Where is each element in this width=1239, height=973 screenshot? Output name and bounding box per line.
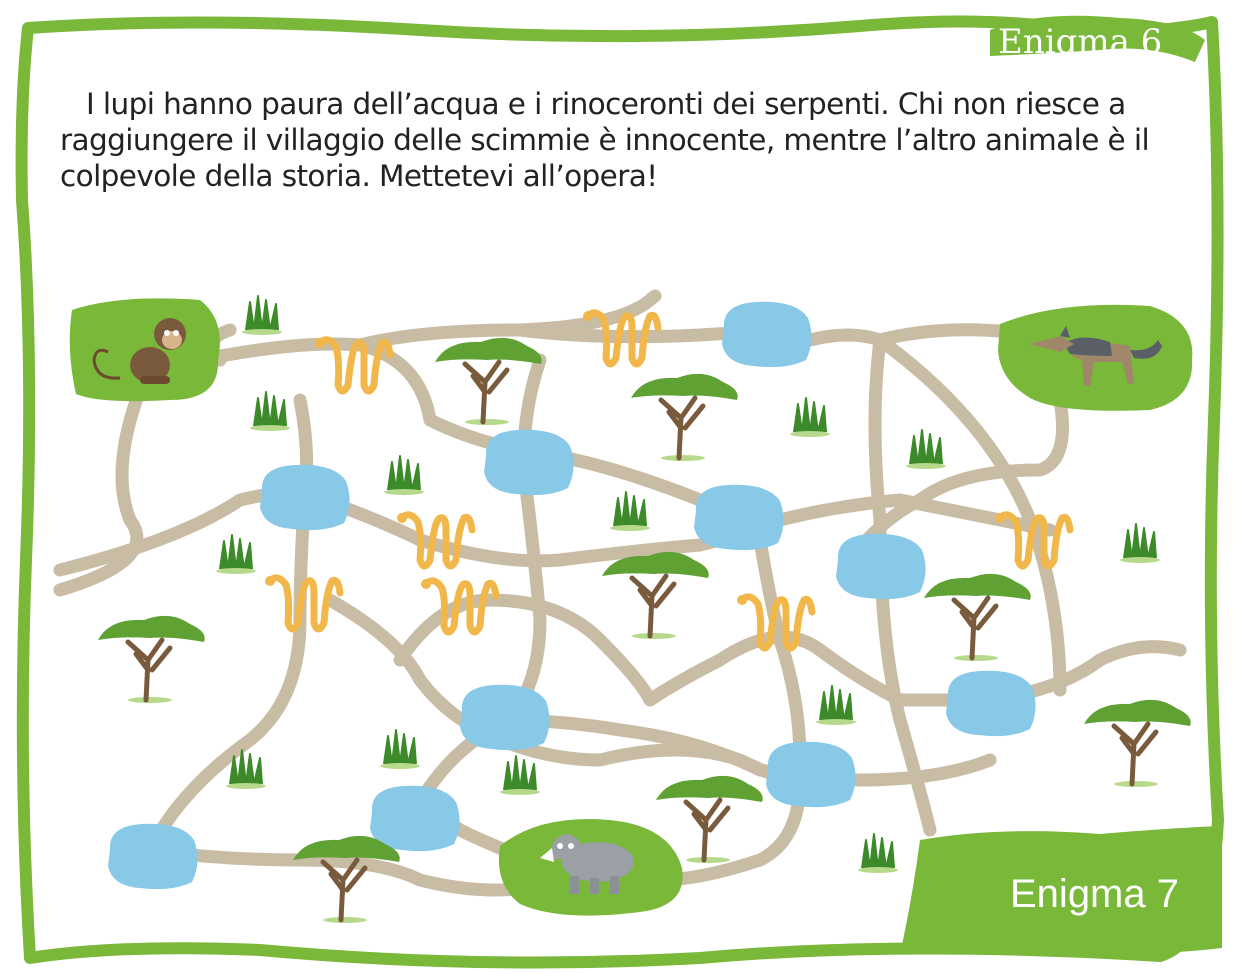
bottom-enigma-title: Enigma 7 — [1010, 872, 1179, 916]
water-ponds — [108, 301, 1036, 890]
acacia-tree-icon — [924, 574, 1031, 661]
top-enigma-title: Enigma 6 — [998, 22, 1163, 58]
rhino-icon — [540, 834, 634, 894]
grass-tuft-icon — [609, 491, 651, 532]
grass-tuft-icon — [249, 391, 291, 432]
grass-tuft-icon — [1119, 523, 1161, 564]
water-pond-icon — [722, 301, 812, 368]
grass-tuft-icon — [905, 429, 947, 470]
acacia-tree-icon — [631, 374, 738, 461]
acacia-tree-icon — [293, 836, 400, 923]
water-pond-icon — [370, 785, 460, 852]
monkey-village — [69, 298, 220, 402]
water-pond-icon — [108, 823, 198, 890]
grass-tuft-icon — [857, 833, 899, 874]
acacia-tree-icon — [602, 552, 709, 639]
grass-tuft-icon — [379, 729, 421, 770]
water-pond-icon — [836, 533, 926, 600]
water-pond-icon — [766, 741, 856, 808]
grass-tuft-icon — [815, 685, 857, 726]
puzzle-instructions: I lupi hanno paura dell’acqua e i rinoce… — [60, 87, 1150, 193]
acacia-tree-icon — [98, 616, 205, 703]
acacia-tree-icon — [1084, 700, 1191, 787]
grass-tuft-icon — [789, 397, 831, 438]
rhino-area — [498, 819, 683, 916]
wolf-icon — [1030, 326, 1162, 386]
water-pond-icon — [460, 684, 550, 751]
grass-tuft-icon — [499, 755, 541, 796]
water-pond-icon — [260, 464, 350, 531]
water-pond-icon — [484, 429, 574, 496]
grass-tuft-icon — [215, 534, 257, 575]
wolf-area — [998, 304, 1193, 411]
water-pond-icon — [946, 670, 1036, 737]
water-pond-icon — [694, 484, 784, 551]
grass-tuft-icon — [383, 455, 425, 496]
monkey-icon — [92, 318, 186, 384]
grass-tuft-icon — [241, 295, 283, 336]
